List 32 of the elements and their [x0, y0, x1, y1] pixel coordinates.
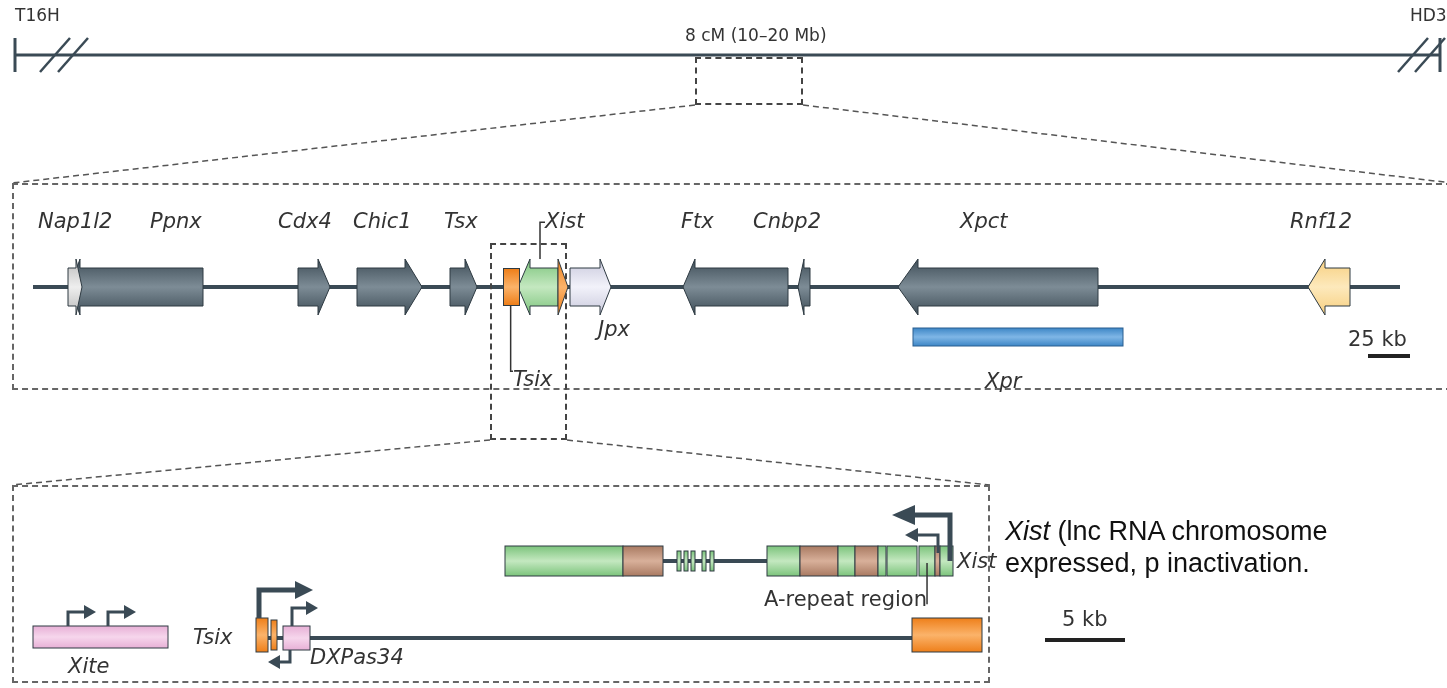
- region-label: A-repeat region: [764, 586, 928, 612]
- region-size-label: 8 cM (10–20 Mb): [685, 24, 827, 46]
- gene-label: Tsix: [193, 626, 233, 648]
- leader-line: [509, 305, 514, 372]
- leader-line: [539, 221, 546, 260]
- gene-label: Cnbp2: [753, 210, 821, 232]
- zoom-line: [11, 104, 696, 184]
- gene-label: Ftx: [681, 210, 714, 232]
- gene-label: Chic1: [353, 210, 412, 232]
- zoom-line: [802, 104, 1447, 184]
- zoom-box: [695, 57, 803, 105]
- gene-label: Nap1l2: [38, 210, 113, 232]
- element-label: DXPas34: [310, 646, 404, 668]
- chromosome-end-label: HD3: [1410, 4, 1447, 26]
- gene-label: Tsix: [513, 366, 553, 392]
- gene-label: Xist: [545, 208, 585, 234]
- gene-box: [503, 268, 520, 306]
- gene-label: Xite: [68, 655, 110, 677]
- gene-label: Tsx: [444, 210, 478, 232]
- gene-label: Ppnx: [150, 210, 202, 232]
- gene-label: Xpct: [960, 210, 1008, 232]
- chromosome-end-label: T16H: [15, 4, 60, 26]
- leader-line: [926, 562, 928, 605]
- zoom-line: [566, 439, 991, 486]
- scale-label: 5 kb: [1062, 608, 1108, 630]
- gene-label: Cdx4: [278, 210, 332, 232]
- scale-label: 25 kb: [1348, 328, 1407, 350]
- gene-label: Xist: [957, 550, 997, 572]
- gene-label: Rnf12: [1290, 210, 1352, 232]
- description-text: Xist (lnc RNA chromosome expressed, p inactivation.: [1005, 515, 1329, 579]
- gene-arrow: [518, 259, 568, 315]
- region-label: Xpr: [985, 370, 1022, 392]
